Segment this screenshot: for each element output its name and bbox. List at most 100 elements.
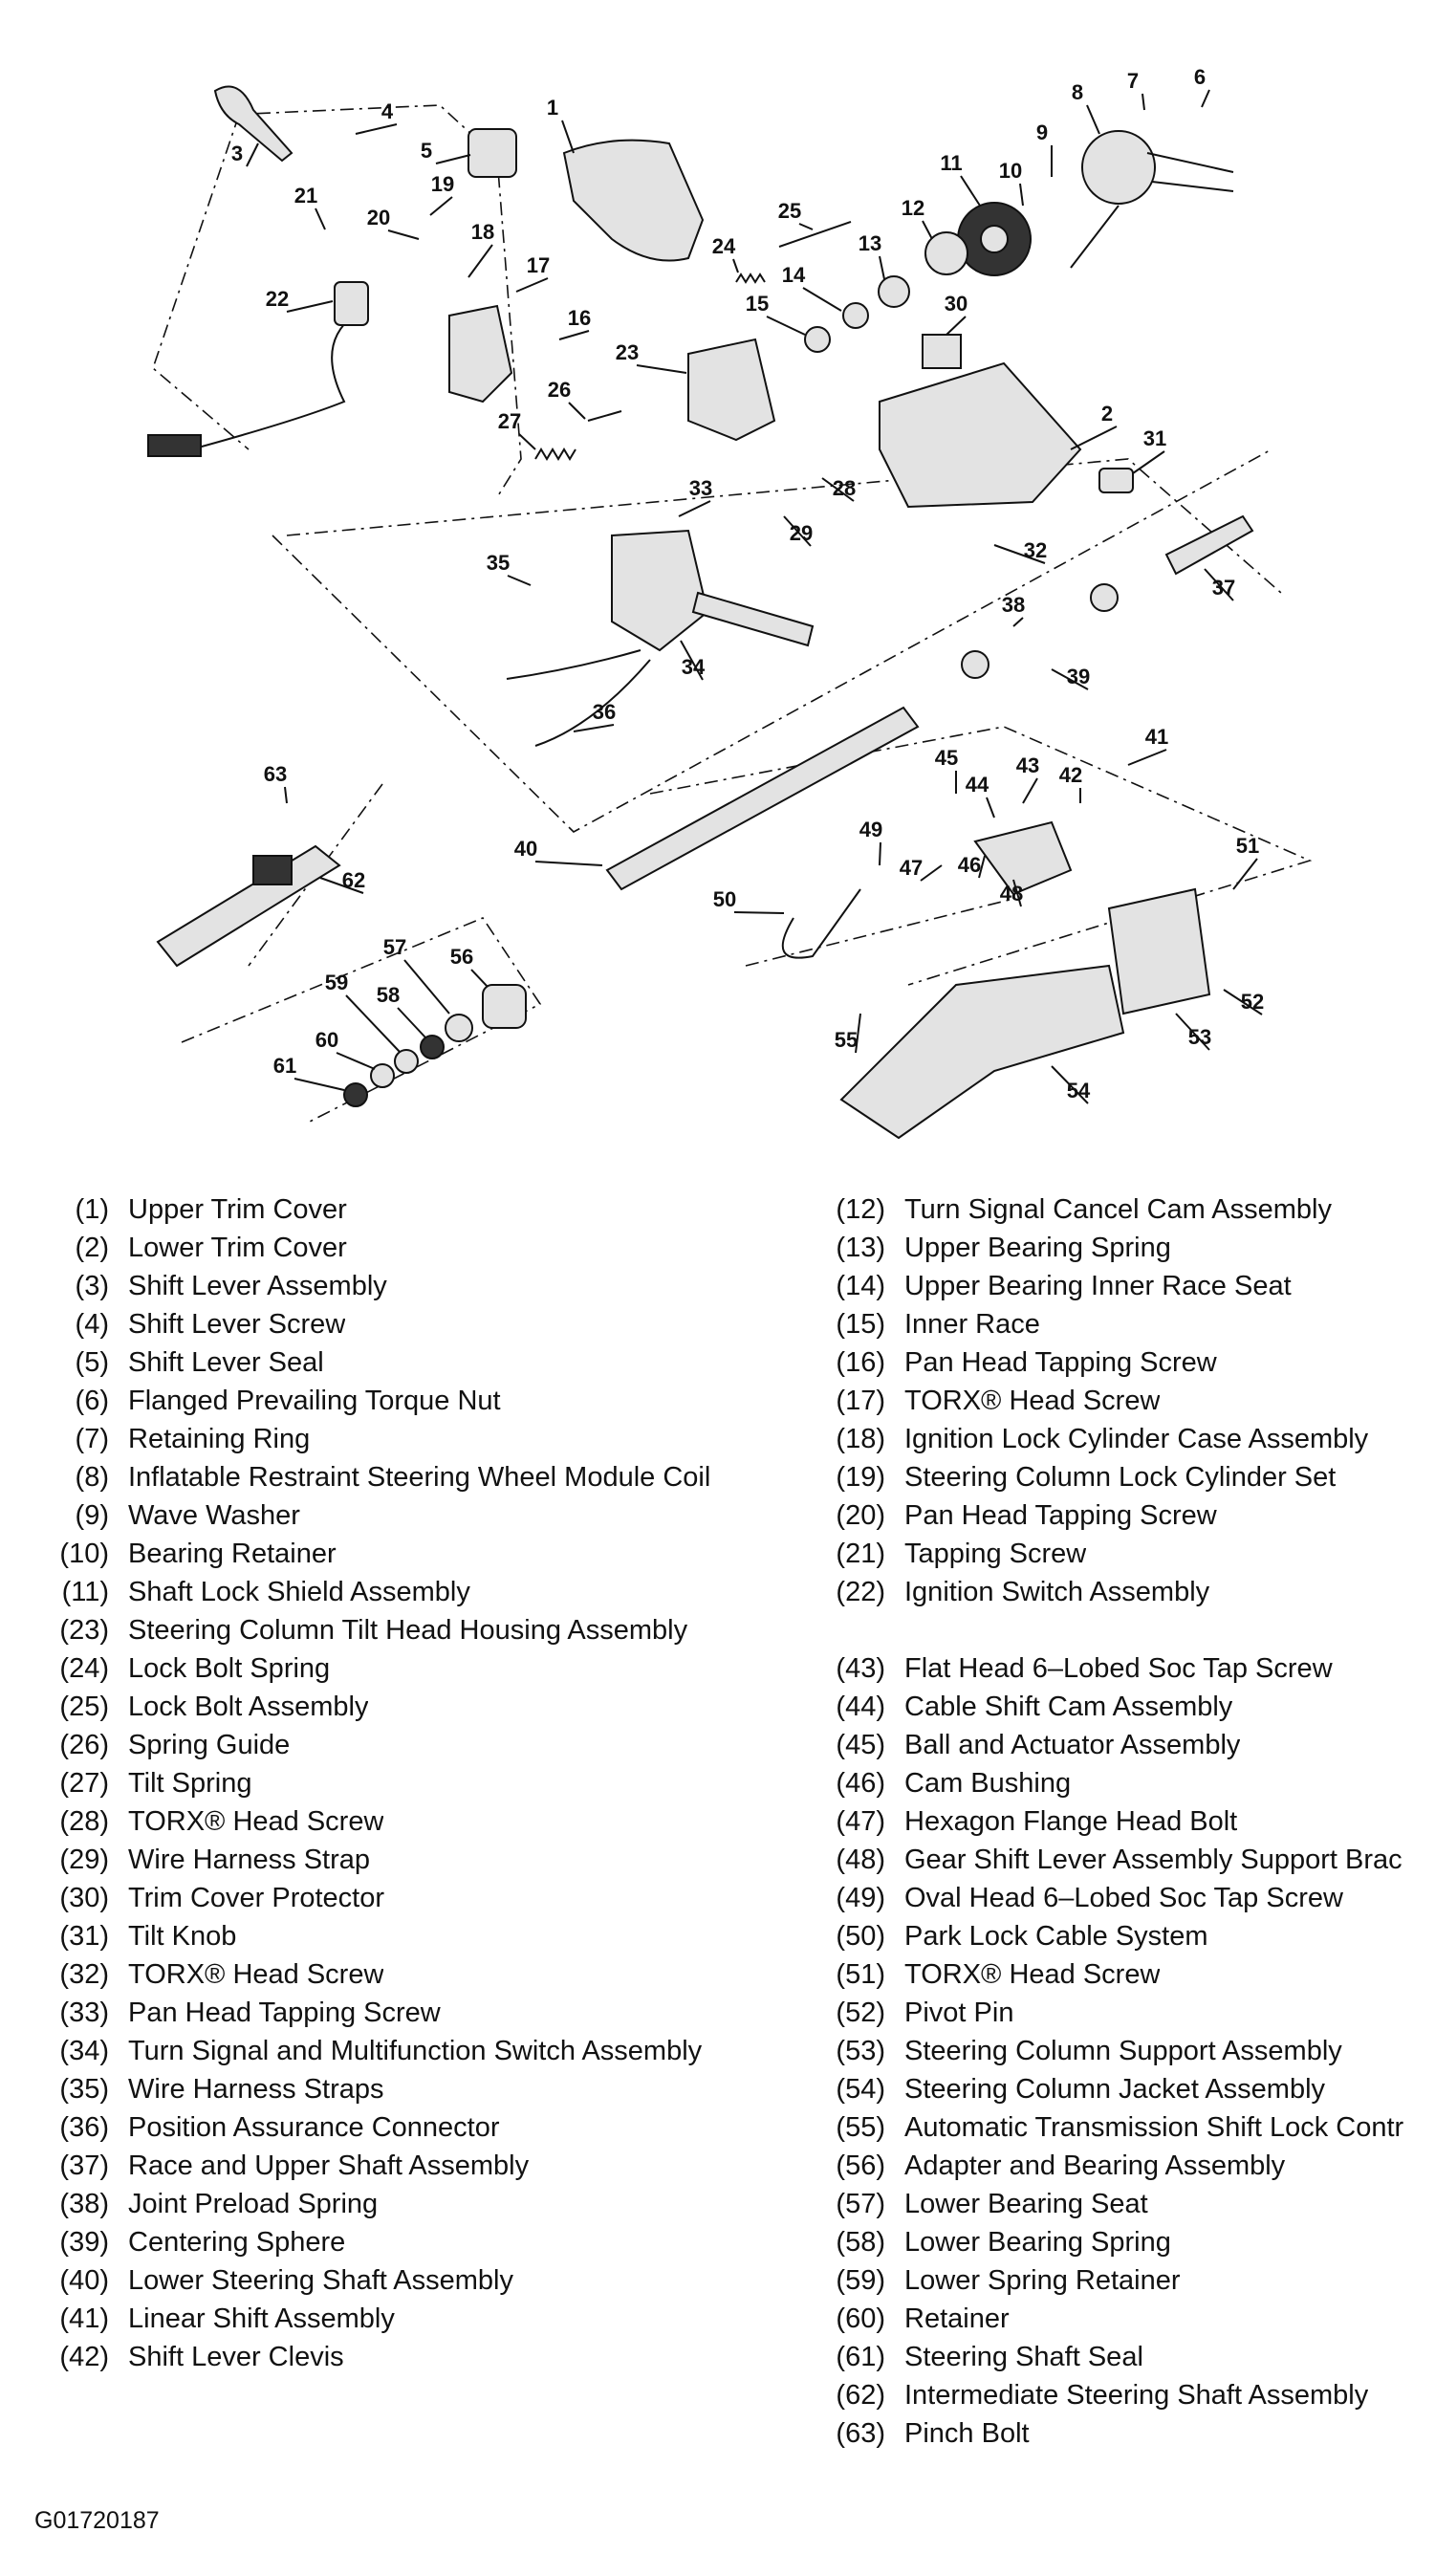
legend-item-number: (14) (836, 1271, 885, 1301)
legend-item: (28)TORX® Head Screw (34, 1802, 723, 1841)
legend-item-name: Lower Spring Retainer (904, 2265, 1181, 2296)
legend-item-name: Lower Trim Cover (128, 1233, 347, 1263)
legend-item-name: Wire Harness Strap (128, 1845, 371, 1875)
callout-number: 30 (945, 292, 968, 316)
legend-item-name: Retainer (904, 2303, 1010, 2334)
legend-item: (10)Bearing Retainer (34, 1535, 723, 1573)
callout-number: 27 (498, 409, 521, 433)
legend-item: (21)Tapping Screw (811, 1535, 1435, 1573)
legend-item-name: Tilt Knob (128, 1921, 237, 1952)
legend-item-name: Shift Lever Seal (128, 1347, 324, 1378)
legend-item-number: (49) (836, 1883, 885, 1913)
legend-item: (17)TORX® Head Screw (811, 1382, 1435, 1420)
callout-leader-line (573, 724, 615, 732)
legend-item: (1)Upper Trim Cover (34, 1190, 723, 1229)
callout-leader-line (1086, 104, 1100, 135)
legend-item: (11)Shaft Lock Shield Assembly (34, 1573, 723, 1611)
legend-item-number: (24) (59, 1653, 109, 1684)
legend-item: (19)Steering Column Lock Cylinder Set (811, 1458, 1435, 1496)
legend-item-number: (27) (59, 1768, 109, 1799)
legend-item-number: (9) (75, 1500, 109, 1531)
legend-item: (53)Steering Column Support Assembly (811, 2032, 1435, 2070)
ignition-switch-wire (190, 315, 355, 450)
callout-leader-line (355, 123, 398, 135)
callout-leader-line (1012, 879, 1022, 907)
callout-leader-line (387, 229, 420, 240)
callout-leader-line (993, 544, 1046, 564)
legend-item: (43)Flat Head 6–Lobed Soc Tap Screw (811, 1649, 1435, 1688)
legend-item-number: (36) (59, 2112, 109, 2143)
callout-number: 49 (859, 818, 882, 841)
legend-item: (22)Ignition Switch Assembly (811, 1573, 1435, 1611)
callout-leader-line (286, 300, 334, 313)
legend-item: (39)Centering Sphere (34, 2223, 723, 2261)
callout-leader-line (429, 196, 453, 216)
callout-number: 36 (593, 700, 616, 724)
legend-item: (23)Steering Column Tilt Head Housing As… (34, 1611, 723, 1649)
legend-item: (49)Oval Head 6–Lobed Soc Tap Screw (811, 1879, 1435, 1917)
callout-number: 45 (935, 746, 958, 770)
legend-item: (42)Shift Lever Clevis (34, 2338, 723, 2376)
legend-item-name: Ball and Actuator Assembly (904, 1730, 1241, 1760)
legend-item-name: Centering Sphere (128, 2227, 346, 2258)
legend-item-number: (43) (836, 1653, 885, 1684)
legend-item-name: Shift Lever Screw (128, 1309, 346, 1340)
legend-item-name: Upper Bearing Inner Race Seat (904, 1271, 1292, 1301)
legend-item-number: (46) (836, 1768, 885, 1799)
legend-item-name: Race and Upper Shaft Assembly (128, 2150, 530, 2181)
shift-lever-seal (467, 128, 517, 178)
callout-number: 43 (1016, 753, 1039, 777)
callout-leader-line (798, 223, 814, 230)
callout-number: 55 (835, 1028, 858, 1052)
legend-item-name: TORX® Head Screw (128, 1959, 384, 1990)
legend-item: (26)Spring Guide (34, 1726, 723, 1764)
ignition-switch (334, 281, 369, 326)
callout-leader-line (678, 500, 711, 517)
spring-guide (587, 410, 622, 422)
callout-number: 46 (958, 853, 981, 877)
legend-item-number: (50) (836, 1921, 885, 1952)
legend-item: (58)Lower Bearing Spring (811, 2223, 1435, 2261)
legend-item: (56)Adapter and Bearing Assembly (811, 2147, 1435, 2185)
lock-bolt-spring (735, 273, 766, 284)
legend-item: (5) Shift Lever Seal (34, 1343, 723, 1382)
callout-leader-line (284, 786, 288, 804)
legend-item-number: (32) (59, 1959, 109, 1990)
callout-leader-line (403, 959, 450, 1015)
legend-item-number: (5) (75, 1347, 109, 1378)
legend-item-number: (19) (836, 1462, 885, 1493)
legend-item-name: TORX® Head Screw (904, 1386, 1161, 1416)
callout-number: 18 (471, 220, 494, 244)
legend-item-name: Position Assurance Connector (128, 2112, 500, 2143)
callout-number: 53 (1188, 1025, 1211, 1049)
legend-item-name: Steering Shaft Seal (904, 2342, 1143, 2372)
legend-item-name: Turn Signal and Multifunction Switch Ass… (128, 2036, 703, 2066)
legend-item: (16)Pan Head Tapping Screw (811, 1343, 1435, 1382)
legend-item: (40)Lower Steering Shaft Assembly (34, 2261, 723, 2300)
callout-number: 10 (999, 159, 1022, 183)
callout-leader-line (680, 640, 704, 681)
legend-item-name: Lower Steering Shaft Assembly (128, 2265, 513, 2296)
legend-item-name: Steering Column Jacket Assembly (904, 2074, 1326, 2105)
callout-leader-line (1223, 989, 1263, 1015)
callout-leader-line (1127, 749, 1167, 766)
legend-item: (27)Tilt Spring (34, 1764, 723, 1802)
callout-number: 25 (778, 199, 801, 223)
legend-item: (35)Wire Harness Straps (34, 2070, 723, 2108)
legend-item-name: Shift Lever Clevis (128, 2342, 344, 2372)
legend-item-name: Shift Lever Assembly (128, 1271, 387, 1301)
callout-leader-line (568, 402, 586, 420)
legend-item-number: (11) (61, 1577, 109, 1607)
callout-labels: 1234567891011121314151617181920212223242… (231, 65, 1264, 1104)
callout-number: 48 (1000, 882, 1023, 906)
callout-number: 1 (547, 96, 558, 120)
callout-leader-line (1141, 93, 1145, 111)
callout-leader-line (802, 287, 842, 312)
legend-item: (13)Upper Bearing Spring (811, 1229, 1435, 1267)
shift-lever-support-bracket (973, 820, 1073, 896)
legend-item-number: (34) (59, 2036, 109, 2066)
legend-item: (3)Shift Lever Assembly (34, 1267, 723, 1305)
callout-number: 58 (377, 983, 400, 1007)
legend-item: (20)Pan Head Tapping Screw (811, 1496, 1435, 1535)
legend-item: (15)Inner Race (811, 1305, 1435, 1343)
